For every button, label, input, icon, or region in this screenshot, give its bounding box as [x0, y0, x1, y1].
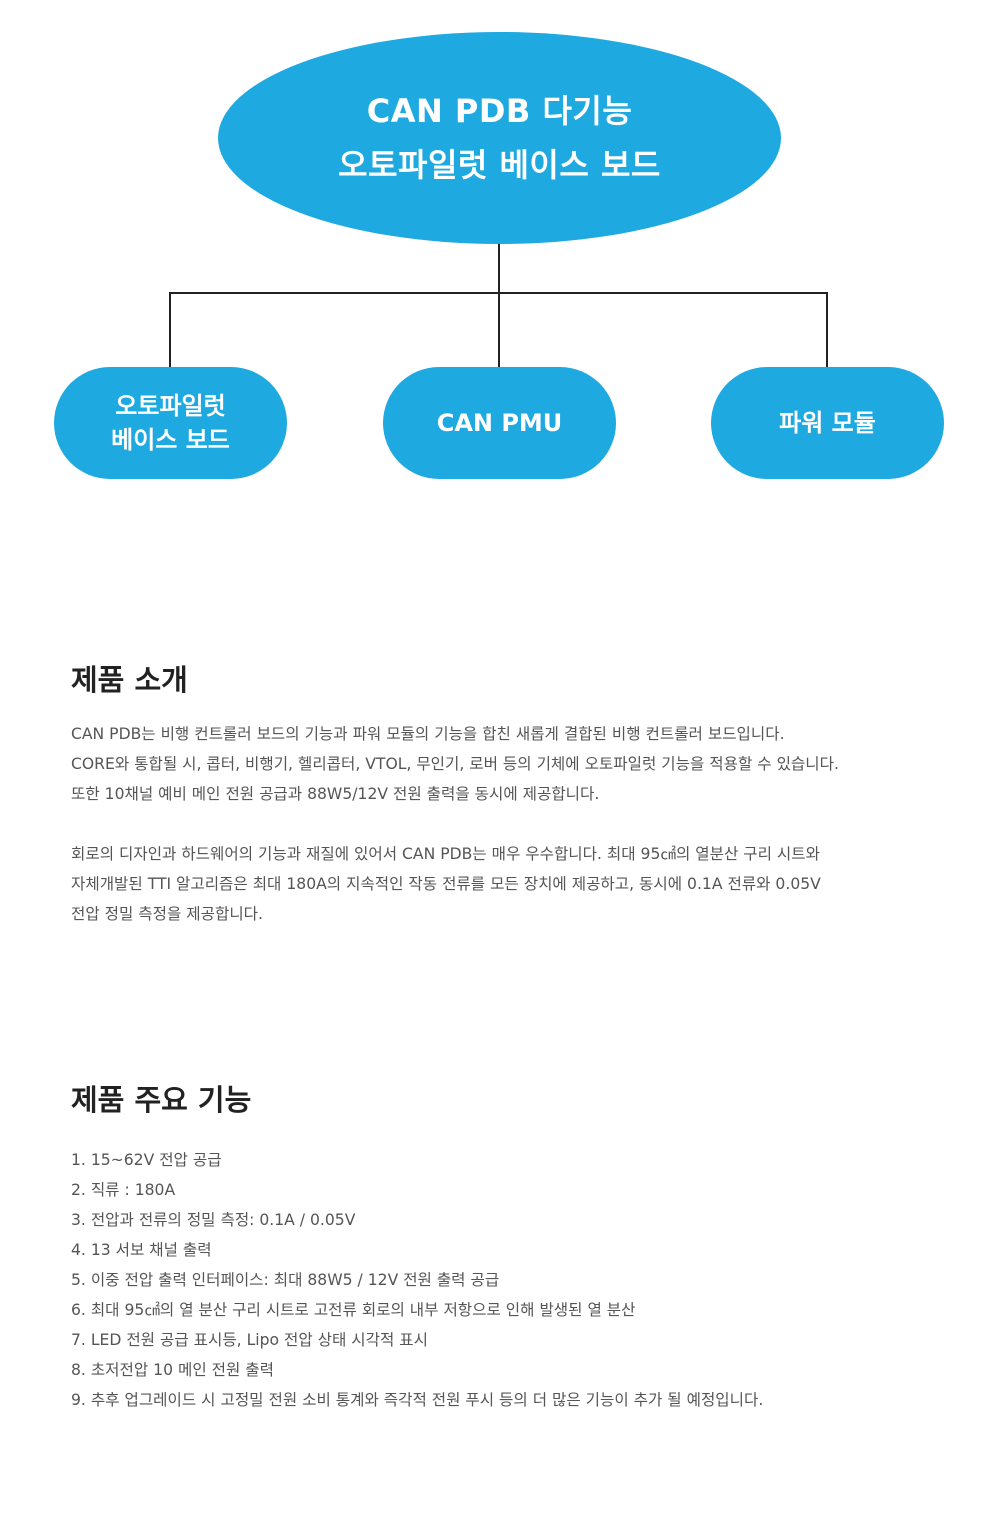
intro-paragraph-2-line: 회로의 디자인과 하드웨어의 기능과 재질에 있어서 CAN PDB는 매우 우…	[71, 845, 820, 863]
root-node-line2: 오토파일럿 베이스 보드	[338, 146, 661, 184]
intro-paragraph-2-line: 자체개발된 TTI 알고리즘은 최대 180A의 지속적인 작동 전류를 모든 …	[71, 875, 821, 893]
root-node-line1: CAN PDB 다기능	[366, 92, 633, 130]
child-node-label-line2: 베이스 보드	[111, 426, 230, 454]
hierarchy-diagram: CAN PDB 다기능 오토파일럿 베이스 보드 오토파일럿 베이스 보드 CA…	[0, 0, 1000, 500]
features-list: 1. 15~62V 전압 공급 2. 직류 : 180A 3. 전압과 전류의 …	[71, 1145, 951, 1415]
intro-title: 제품 소개	[71, 663, 188, 697]
intro-paragraph-2: 회로의 디자인과 하드웨어의 기능과 재질에 있어서 CAN PDB는 매우 우…	[71, 839, 951, 929]
feature-item: 1. 15~62V 전압 공급	[71, 1151, 222, 1169]
child-node-can-pmu: CAN PMU	[383, 367, 616, 479]
root-node: CAN PDB 다기능 오토파일럿 베이스 보드	[218, 32, 781, 244]
intro-paragraph-1-line: 또한 10채널 예비 메인 전원 공급과 88W5/12V 전원 출력을 동시에…	[71, 785, 600, 803]
connector-root-vertical	[498, 244, 500, 294]
feature-item: 5. 이중 전압 출력 인터페이스: 최대 88W5 / 12V 전원 출력 공…	[71, 1271, 500, 1289]
child-node-autopilot-base-board: 오토파일럿 베이스 보드	[54, 367, 287, 479]
intro-paragraph-2-line: 전압 정밀 측정을 제공합니다.	[71, 905, 263, 923]
child-node-label: CAN PMU	[436, 409, 563, 437]
intro-paragraph-1: CAN PDB는 비행 컨트롤러 보드의 기능과 파워 모듈의 기능을 합친 새…	[71, 719, 951, 809]
feature-item: 8. 초저전압 10 메인 전원 출력	[71, 1361, 274, 1379]
feature-item: 6. 최대 95㎠의 열 분산 구리 시트로 고전류 회로의 내부 저항으로 인…	[71, 1301, 636, 1319]
feature-item: 9. 추후 업그레이드 시 고정밀 전원 소비 통계와 즉각적 전원 푸시 등의…	[71, 1391, 764, 1409]
child-node-label-line1: 오토파일럿	[115, 392, 226, 420]
feature-item: 7. LED 전원 공급 표시등, Lipo 전압 상태 시각적 표시	[71, 1331, 428, 1349]
feature-item: 4. 13 서보 채널 출력	[71, 1241, 212, 1259]
child-node-power-module: 파워 모듈	[711, 367, 944, 479]
connector-right-vertical	[826, 292, 828, 368]
child-node-label: 파워 모듈	[779, 409, 876, 437]
connector-left-vertical	[169, 292, 171, 368]
intro-paragraph-1-line: CORE와 통합될 시, 콥터, 비행기, 헬리콥터, VTOL, 무인기, 로…	[71, 755, 839, 773]
intro-paragraph-1-line: CAN PDB는 비행 컨트롤러 보드의 기능과 파워 모듈의 기능을 합친 새…	[71, 725, 785, 743]
features-title: 제품 주요 기능	[71, 1083, 252, 1117]
connector-center-vertical	[498, 292, 500, 368]
feature-item: 3. 전압과 전류의 정밀 측정: 0.1A / 0.05V	[71, 1211, 356, 1229]
feature-item: 2. 직류 : 180A	[71, 1181, 176, 1199]
